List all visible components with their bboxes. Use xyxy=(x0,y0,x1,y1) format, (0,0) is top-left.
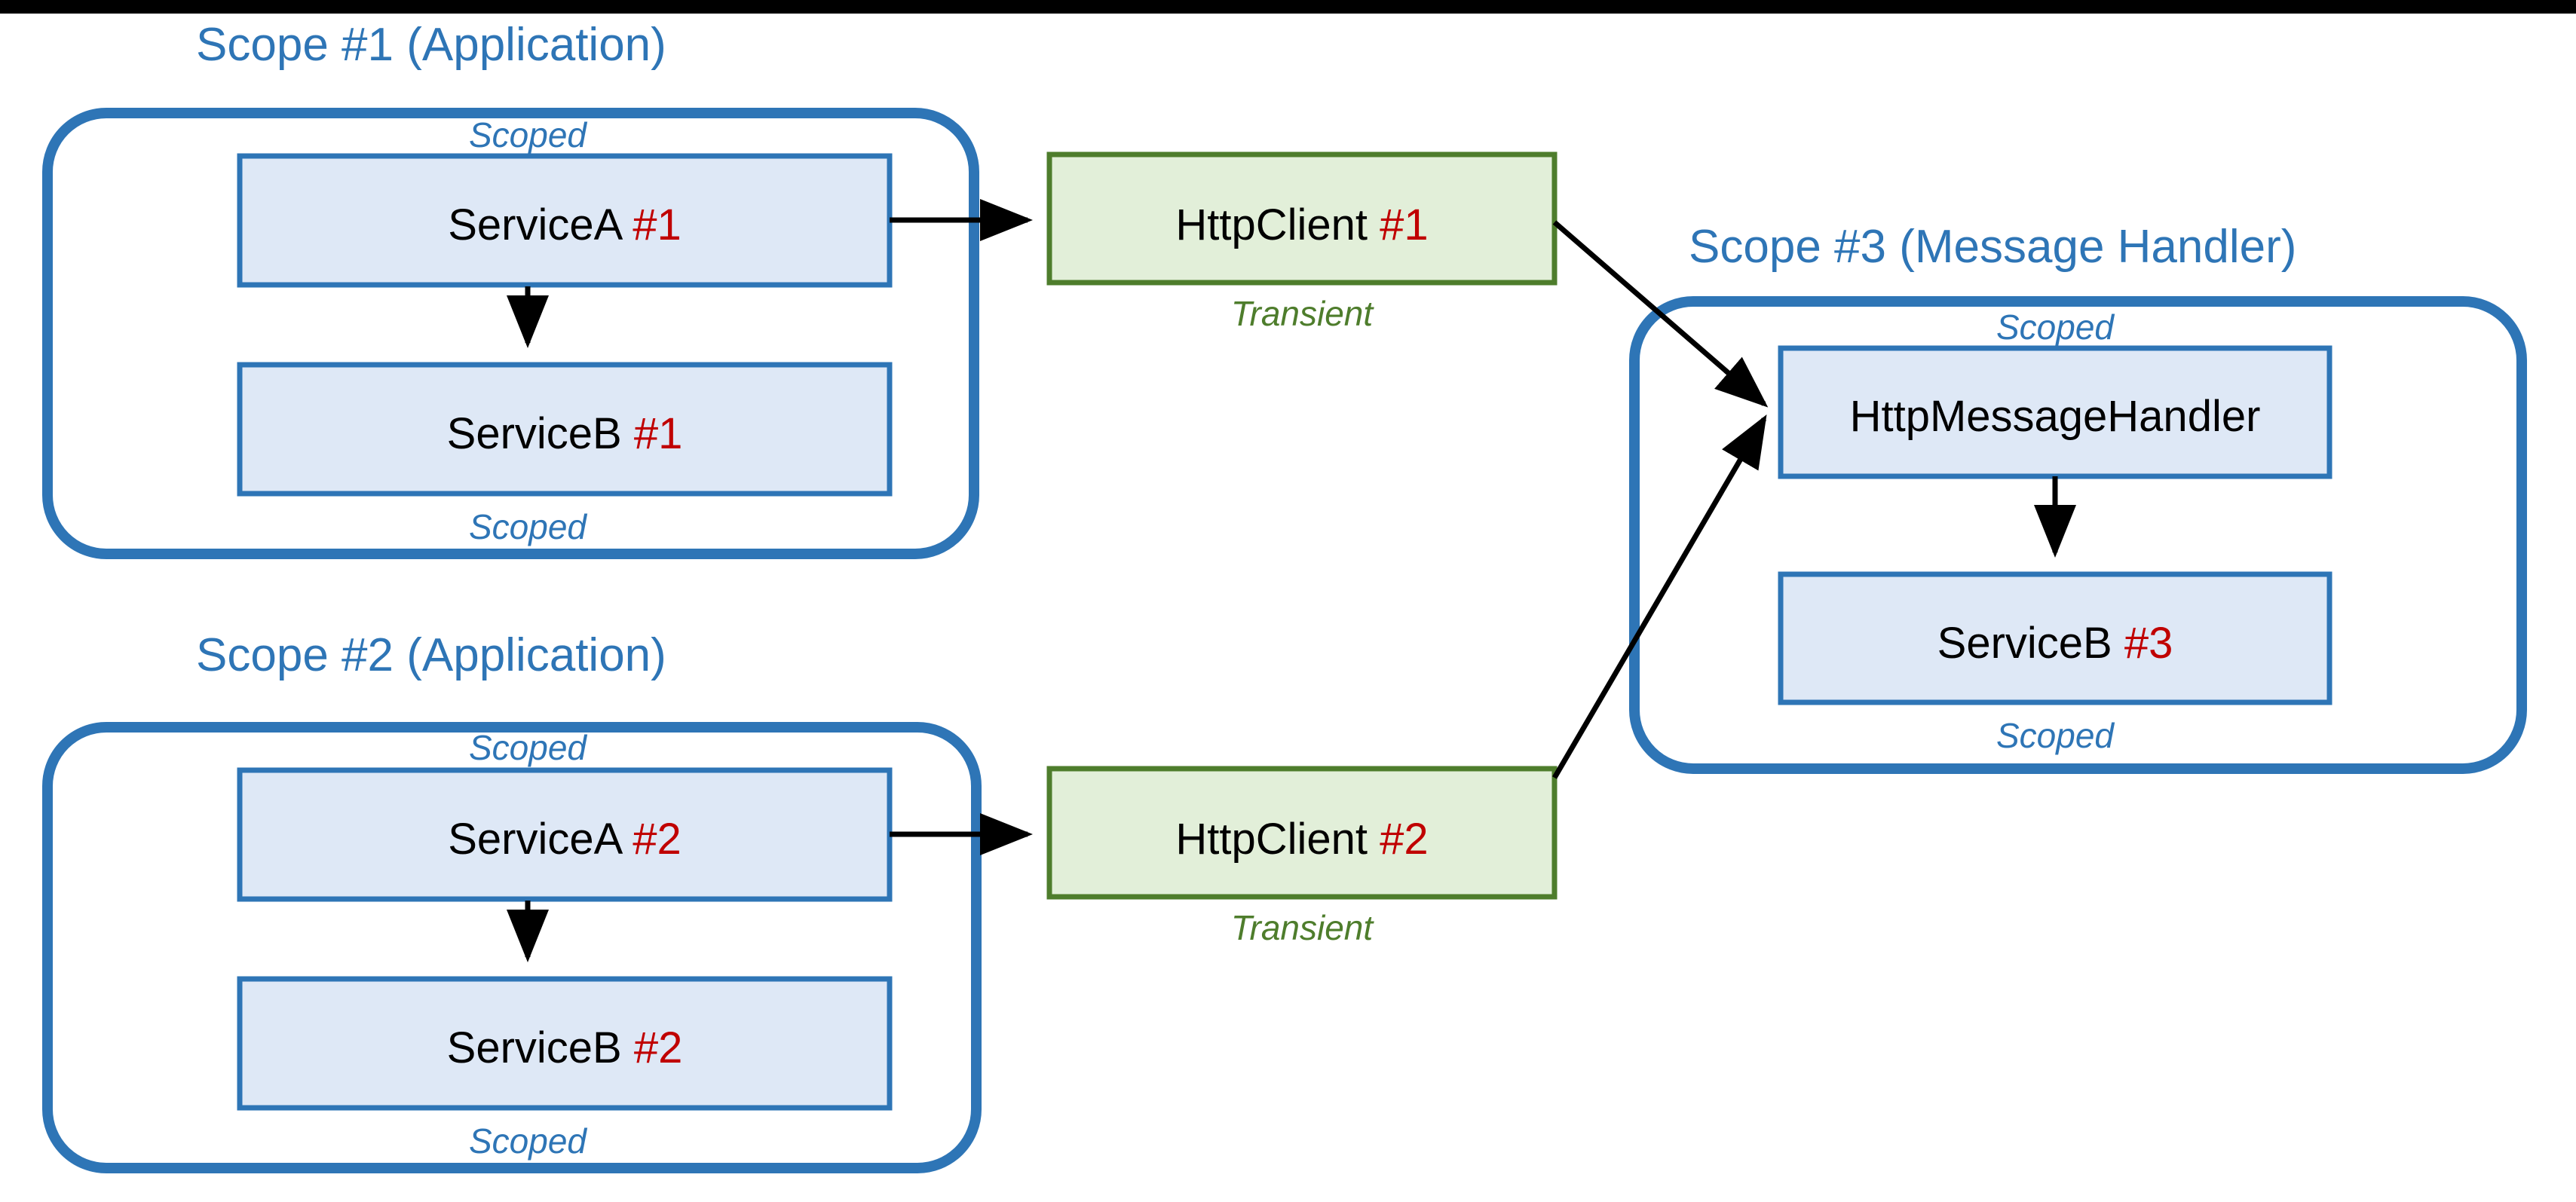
serviceB2-index: #2 xyxy=(634,1023,683,1072)
serviceA1-name: ServiceA xyxy=(448,200,633,249)
httpclient1-lifetime-label: Transient xyxy=(1231,294,1375,333)
top-black-bar xyxy=(0,0,2576,14)
httpclient1-index: #1 xyxy=(1380,200,1429,249)
serviceB2-name: ServiceB xyxy=(447,1023,634,1072)
serviceB2-lifetime-label: Scoped xyxy=(469,1121,587,1161)
serviceA1-label: ServiceA #1 xyxy=(448,200,682,249)
serviceA2-index: #2 xyxy=(633,815,682,864)
scope2-title: Scope #2 (Application) xyxy=(196,629,666,681)
serviceb3-index: #3 xyxy=(2124,619,2173,668)
httpmessagehandler-lifetime-label: Scoped xyxy=(1996,307,2115,347)
serviceA2-label: ServiceA #2 xyxy=(448,815,682,864)
httpclient2-lifetime-label: Transient xyxy=(1231,908,1375,947)
serviceA1-box[interactable] xyxy=(237,153,893,288)
serviceA1-index: #1 xyxy=(633,200,682,249)
httpclient1-box[interactable] xyxy=(1046,151,1558,286)
serviceB1-lifetime-label: Scoped xyxy=(469,507,587,546)
serviceB1-name: ServiceB xyxy=(447,409,634,458)
serviceA2-lifetime-label: Scoped xyxy=(469,728,587,767)
httpclient2-label: HttpClient #2 xyxy=(1175,815,1428,864)
edge-httpclient2-to-httpmessagehandler xyxy=(1551,414,1767,779)
serviceB1-index: #1 xyxy=(634,409,683,458)
httpmessagehandler-label: HttpMessageHandler xyxy=(1850,392,2261,441)
serviceb3-label: ServiceB #3 xyxy=(1937,619,2173,668)
httpmessagehandler-box[interactable] xyxy=(1778,345,2332,479)
httpclient2-name: HttpClient xyxy=(1175,815,1380,864)
scope2-container xyxy=(42,722,982,1173)
serviceb3-name: ServiceB xyxy=(1937,619,2124,668)
scope1-container xyxy=(42,108,979,559)
httpclient1-label: HttpClient #1 xyxy=(1175,200,1428,249)
serviceB2-label: ServiceB #2 xyxy=(447,1023,683,1072)
serviceB1-box[interactable] xyxy=(237,362,893,497)
serviceA1-lifetime-label: Scoped xyxy=(469,115,587,154)
httpmessagehandler-name: HttpMessageHandler xyxy=(1850,392,2261,441)
serviceb3-box[interactable] xyxy=(1778,571,2332,705)
serviceB1-label: ServiceB #1 xyxy=(447,409,683,458)
scope1-title: Scope #1 (Application) xyxy=(196,19,666,71)
httpclient1-name: HttpClient xyxy=(1175,200,1380,249)
serviceb3-lifetime-label: Scoped xyxy=(1996,716,2115,755)
httpclient2-index: #2 xyxy=(1380,815,1429,864)
edge-httpclient1-to-httpmessagehandler xyxy=(1552,220,1769,408)
scope3-container xyxy=(1629,296,2527,774)
httpclient2-box[interactable] xyxy=(1046,766,1558,900)
serviceB2-box[interactable] xyxy=(237,976,893,1111)
scope3-title: Scope #3 (Message Handler) xyxy=(1689,221,2296,273)
serviceA2-name: ServiceA xyxy=(448,815,633,864)
